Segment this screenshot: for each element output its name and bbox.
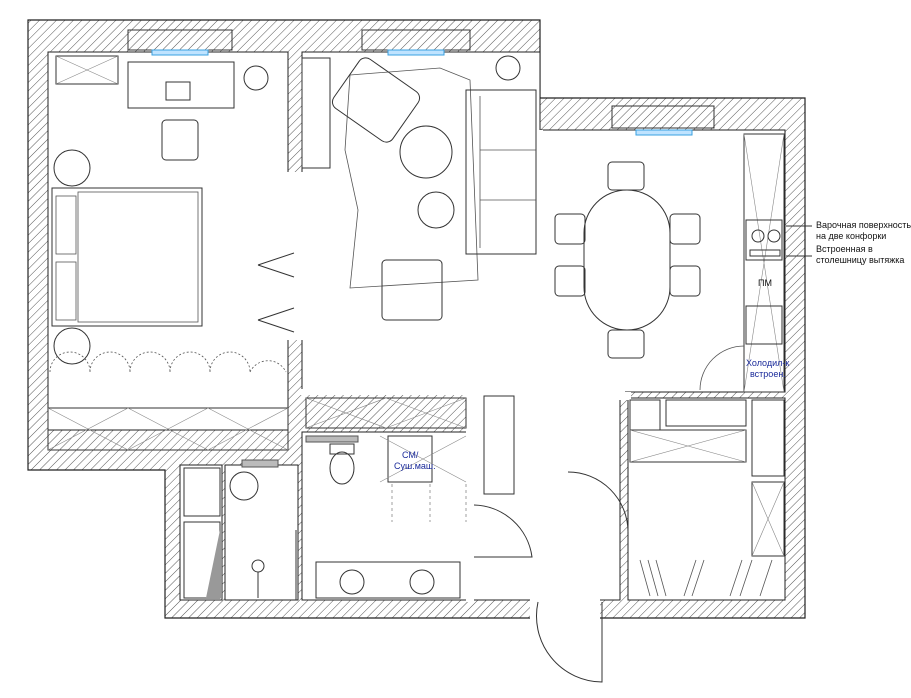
cooktop-annotation-line2: на две конфорки <box>816 231 886 241</box>
window <box>151 49 209 56</box>
desk <box>127 61 235 109</box>
living-room <box>301 51 541 393</box>
hallway <box>469 391 621 601</box>
toilet <box>224 464 299 601</box>
kitchen <box>539 129 786 393</box>
vanity <box>315 561 461 599</box>
kitchen-counter <box>743 133 785 393</box>
washer-label-line2: Суш.маш. <box>394 461 436 471</box>
washer-dryer <box>387 435 433 483</box>
fridge-label-line2: встроен. <box>750 369 786 379</box>
toilet-fixture <box>329 443 355 455</box>
living-furniture <box>301 55 537 321</box>
bathroom <box>301 431 469 601</box>
sofa <box>465 89 537 255</box>
window <box>387 49 445 56</box>
laptop-icon <box>165 81 191 101</box>
storage-room <box>629 399 785 597</box>
wardrobe <box>47 407 289 451</box>
kitchen-lower <box>627 397 786 601</box>
hood-annotation: Встроенная в <box>816 244 873 254</box>
bedroom <box>47 51 289 431</box>
cooktop <box>745 219 783 261</box>
window <box>635 129 693 136</box>
cooktop-annotation: Варочная поверхность <box>816 220 911 230</box>
bedroom-furniture <box>47 55 295 451</box>
dining-furniture: Варочная поверхность на две конфорки Вст… <box>554 133 911 393</box>
bed <box>51 187 203 327</box>
hall-furniture <box>305 395 629 683</box>
hood-annotation-line2: столешницу вытяжка <box>816 255 904 265</box>
toilet-room-fixtures <box>183 459 297 600</box>
sink <box>745 305 783 345</box>
walls <box>27 19 806 622</box>
fridge-label: Холодил-к <box>746 358 789 368</box>
dishwasher-label: ПМ <box>758 278 772 288</box>
windows <box>127 29 715 136</box>
bathroom-fixtures: СМ/ Суш.маш. <box>305 435 467 599</box>
washer-label: СМ/ <box>402 450 419 460</box>
armchair <box>331 57 421 143</box>
